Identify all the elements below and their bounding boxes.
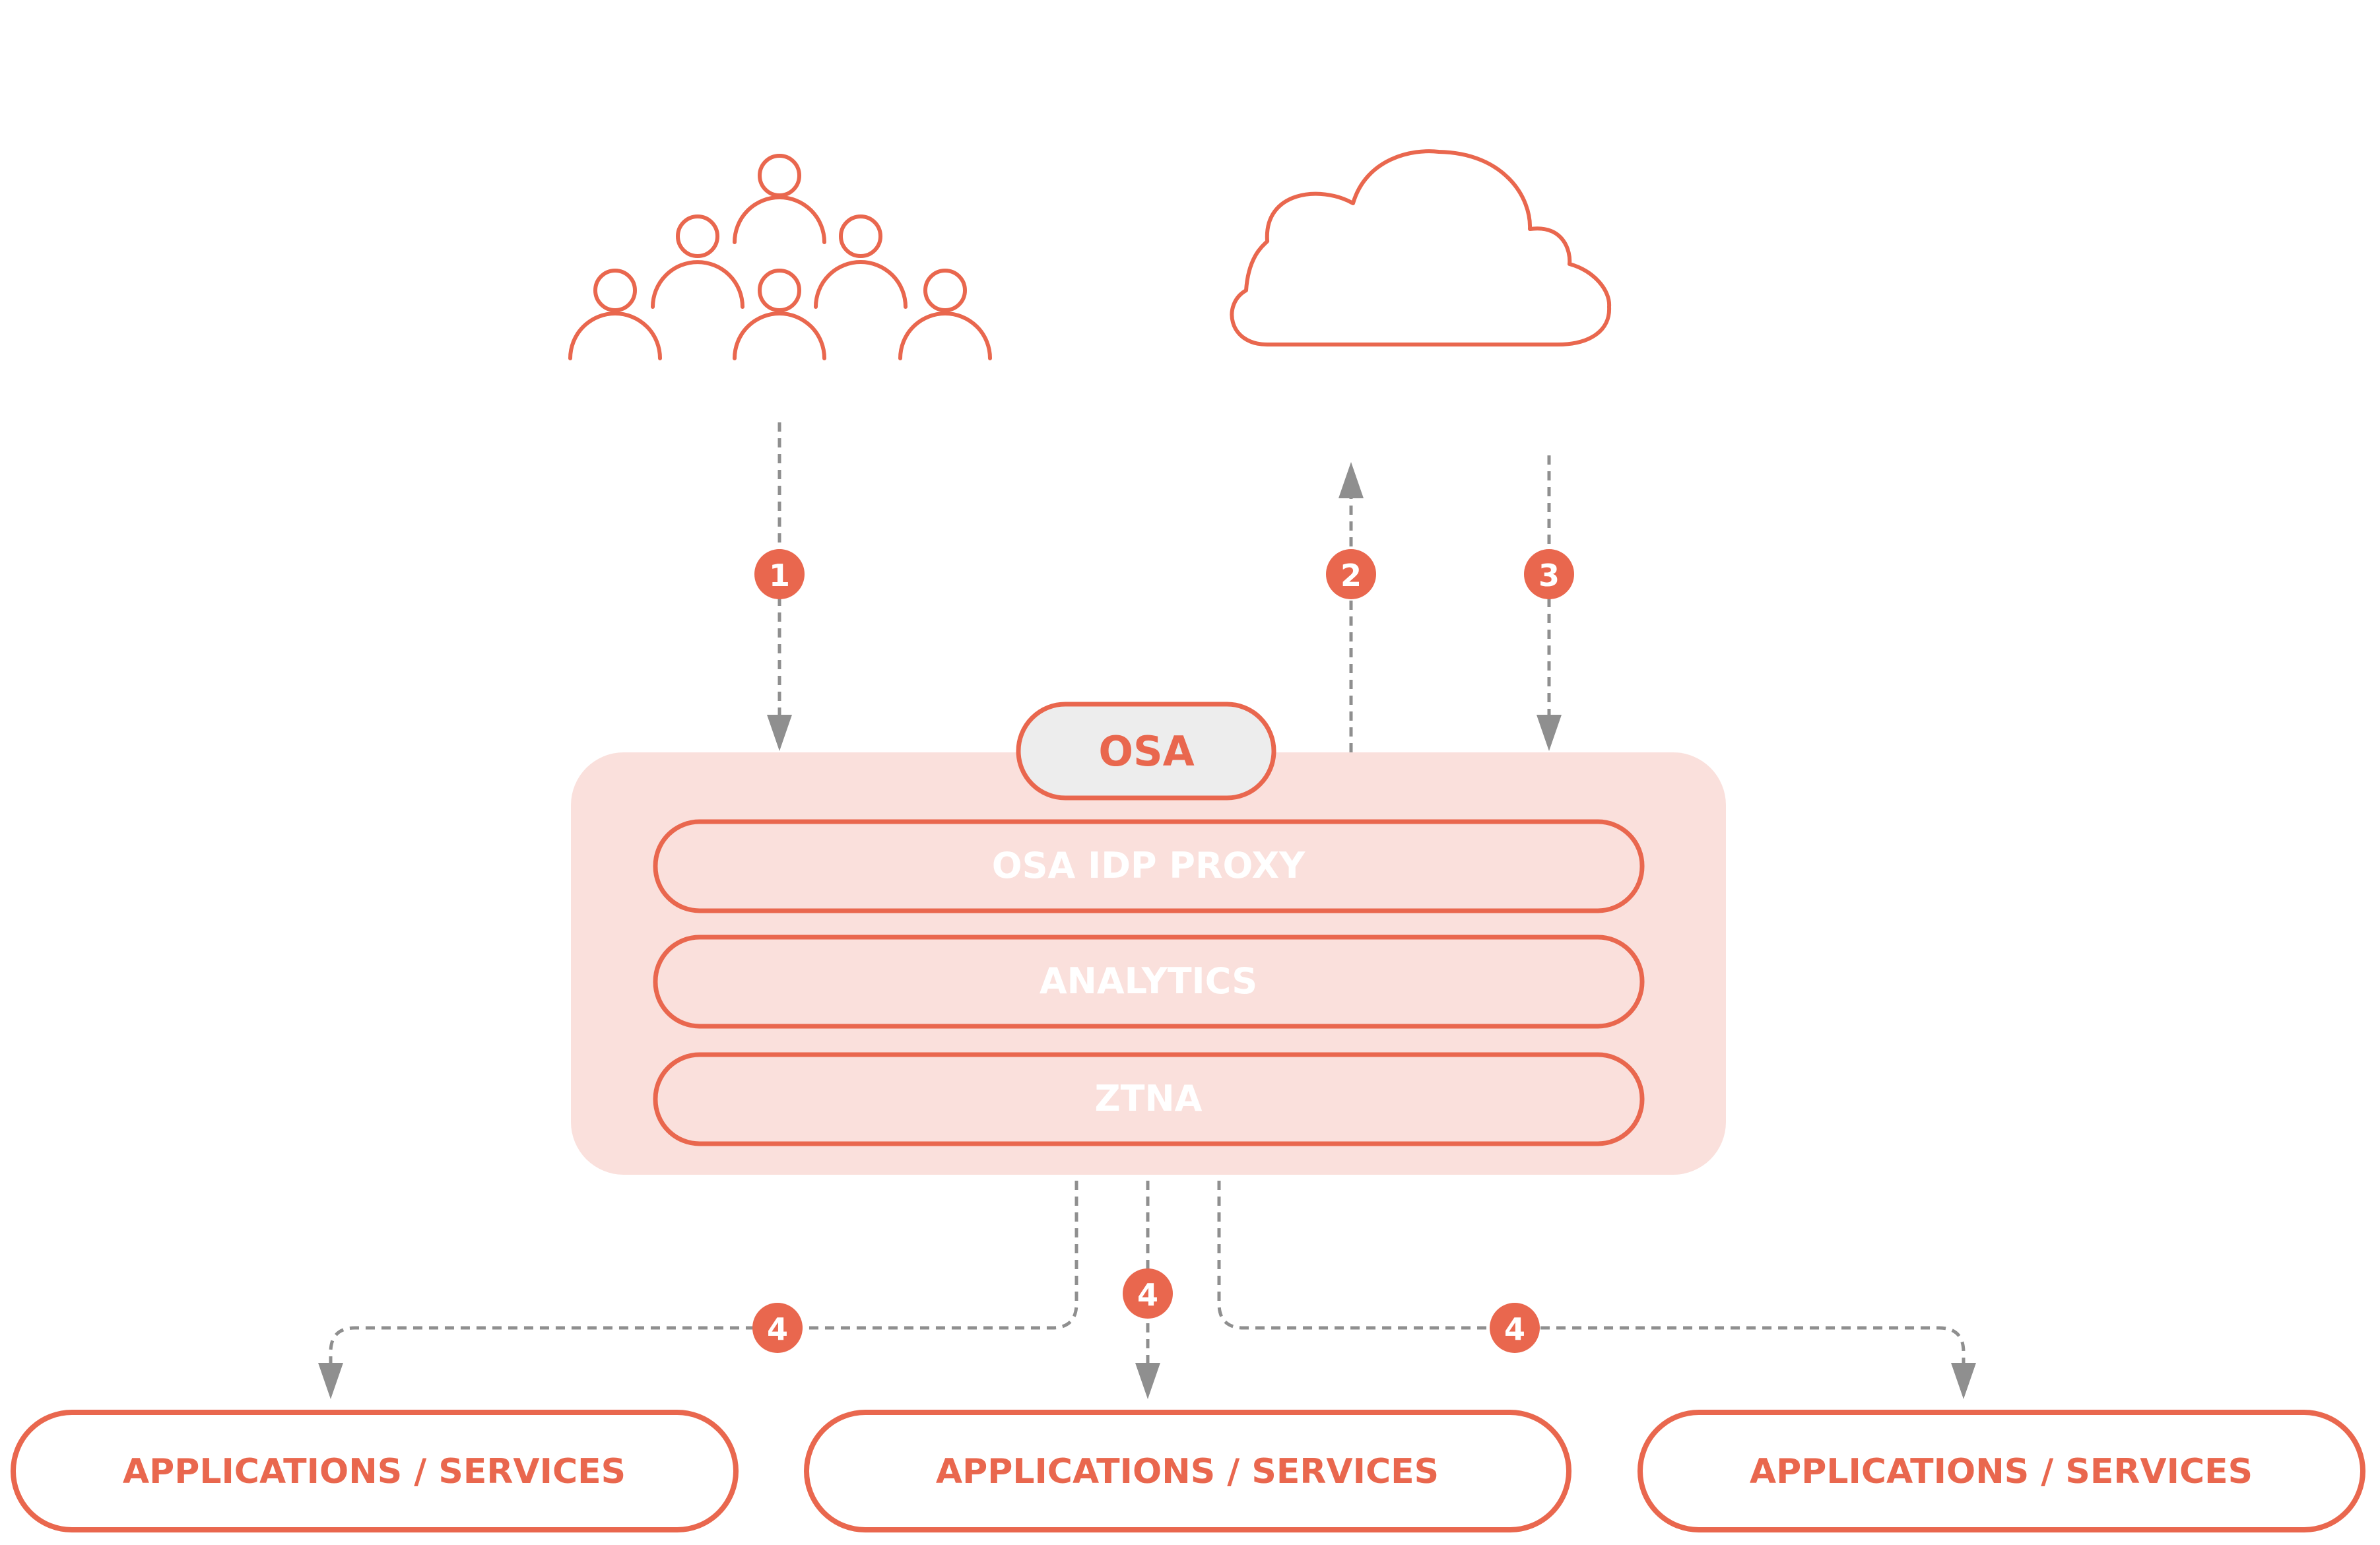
users-group-icon bbox=[568, 154, 992, 360]
applications-services-left[interactable]: APPLICATIONS / SERVICES bbox=[11, 1410, 739, 1532]
applications-services-right[interactable]: APPLICATIONS / SERVICES bbox=[1637, 1410, 2365, 1532]
flow-line-4-left bbox=[329, 1165, 1078, 1369]
step-badge-4-left-label: 4 bbox=[767, 1311, 788, 1347]
step-badge-1-label: 1 bbox=[769, 558, 790, 593]
step-badge-1: 1 bbox=[754, 549, 805, 599]
osa-layer-analytics-label: ANALYTICS bbox=[1040, 960, 1257, 1002]
arrowhead-4-left bbox=[318, 1363, 343, 1399]
arrowhead-2 bbox=[1339, 462, 1364, 498]
step-badge-4-center: 4 bbox=[1123, 1268, 1173, 1319]
cloud-icon bbox=[1230, 149, 1612, 346]
osa-layer-idp-proxy-label: OSA IDP PROXY bbox=[992, 845, 1306, 886]
arrowhead-1 bbox=[767, 715, 792, 751]
applications-services-center-label: APPLICATIONS / SERVICES bbox=[936, 1452, 1439, 1492]
osa-title: OSA bbox=[1098, 727, 1194, 775]
step-badge-3: 3 bbox=[1524, 549, 1574, 599]
osa-layer-analytics[interactable]: ANALYTICS bbox=[653, 935, 1645, 1029]
arrowhead-4-right bbox=[1951, 1363, 1976, 1399]
osa-layer-idp-proxy[interactable]: OSA IDP PROXY bbox=[653, 819, 1645, 913]
step-badge-3-label: 3 bbox=[1538, 558, 1560, 593]
osa-title-badge: OSA bbox=[1016, 702, 1276, 801]
flow-line-4-right bbox=[1217, 1165, 1966, 1369]
osa-layer-ztna-label: ZTNA bbox=[1095, 1078, 1203, 1119]
step-badge-4-right: 4 bbox=[1490, 1303, 1540, 1353]
applications-services-left-label: APPLICATIONS / SERVICES bbox=[123, 1452, 626, 1492]
applications-services-right-label: APPLICATIONS / SERVICES bbox=[1750, 1452, 2253, 1492]
arrowhead-3 bbox=[1537, 715, 1562, 751]
osa-layer-ztna[interactable]: ZTNA bbox=[653, 1052, 1645, 1146]
step-badge-4-center-label: 4 bbox=[1137, 1277, 1158, 1313]
step-badge-2-label: 2 bbox=[1340, 558, 1362, 593]
applications-services-center[interactable]: APPLICATIONS / SERVICES bbox=[804, 1410, 1571, 1532]
step-badge-2: 2 bbox=[1326, 549, 1376, 599]
step-badge-4-left: 4 bbox=[752, 1303, 803, 1353]
arrowhead-4-center bbox=[1135, 1363, 1160, 1399]
step-badge-4-right-label: 4 bbox=[1504, 1311, 1525, 1347]
